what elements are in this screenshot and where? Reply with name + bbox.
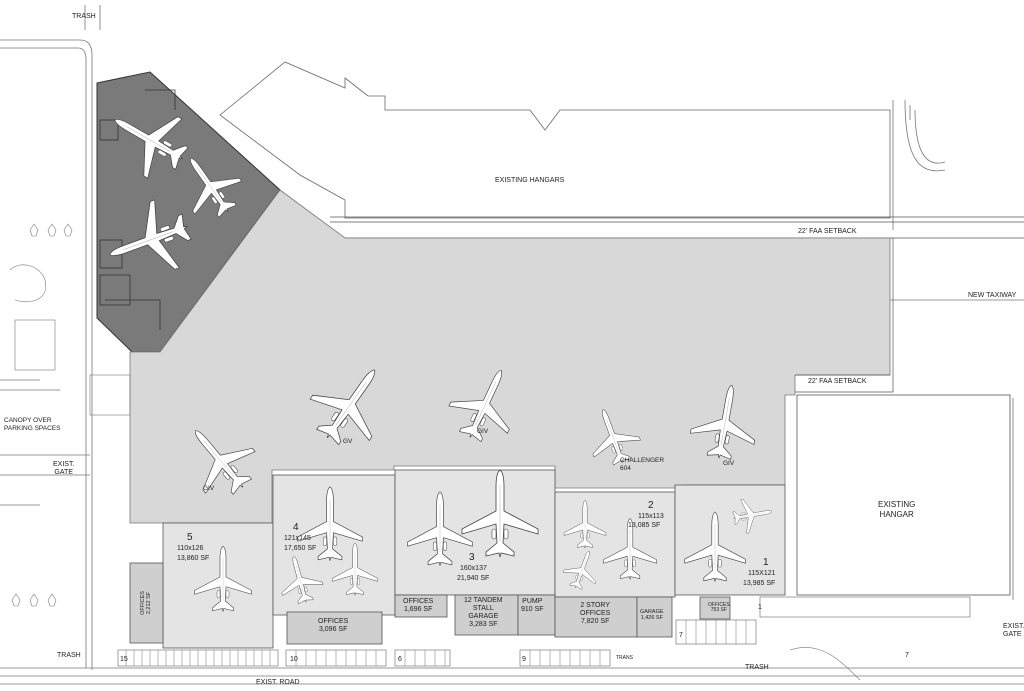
trash-label-bottom-right: TRASH bbox=[745, 664, 769, 671]
site-linework bbox=[0, 5, 1024, 685]
parking-count-15: 15 bbox=[120, 656, 128, 663]
dark-lot-details bbox=[99, 89, 176, 330]
offices-2story-label: 2 STORY OFFICES 7,820 SF bbox=[580, 602, 611, 625]
setback-lower-line bbox=[795, 238, 894, 393]
trans-label: TRANS bbox=[616, 655, 633, 661]
garage-label: 12 TANDEM STALL GARAGE 3,283 SF bbox=[464, 597, 503, 628]
hangar-3-dims: 160x137 bbox=[460, 565, 487, 572]
aircraft-label-gv: GV bbox=[343, 438, 353, 445]
existing-hangar-right bbox=[796, 394, 1011, 596]
aircraft-label-gv-2: GIV bbox=[723, 460, 735, 467]
hangar-2-number: 2 bbox=[648, 500, 654, 511]
parking-count-9: 9 bbox=[522, 656, 526, 663]
pump-label: PUMP 910 SF bbox=[521, 598, 544, 613]
aircraft-label-giv-2: GIV bbox=[203, 485, 215, 492]
setback-upper-line bbox=[330, 216, 1024, 239]
hangar-3-area: 21,940 SF bbox=[457, 575, 490, 582]
aircraft-label-giv-1: GIV bbox=[477, 428, 489, 435]
aircraft-label-challenger: CHALLENGER 604 bbox=[620, 457, 665, 472]
existing-hangars-label: EXISTING HANGARS bbox=[495, 177, 565, 184]
existing-hangars-outline bbox=[219, 61, 891, 219]
hangar-5-number: 5 bbox=[187, 532, 193, 543]
trash-label-top: TRASH bbox=[72, 13, 96, 20]
hangar-1-dims: 115X121 bbox=[748, 570, 776, 577]
new-taxiway-label: NEW TAXIWAY bbox=[968, 292, 1017, 299]
hangar-2-area: 13,085 SF bbox=[628, 522, 661, 529]
parking-stall-ticks bbox=[125, 620, 747, 666]
hangar-5-area: 13,860 SF bbox=[177, 555, 210, 562]
offices-h4-label: OFFICES 3,096 SF bbox=[318, 618, 349, 633]
hangar-3-number: 3 bbox=[469, 552, 475, 563]
hangar-1-area: 13,985 SF bbox=[743, 580, 776, 587]
exist-gate-right-label: EXIST. GATE bbox=[1003, 623, 1024, 638]
existing-hangar-label: EXISTING HANGAR bbox=[878, 500, 916, 519]
garage-small-label: GARAGE 1,426 SF bbox=[640, 609, 664, 621]
exist-road-label: EXIST. ROAD bbox=[256, 679, 300, 686]
offices-left-label: OFFICES 2,212 SF bbox=[140, 591, 152, 615]
hangar-footprints bbox=[162, 469, 786, 649]
parking-count-6: 6 bbox=[398, 656, 402, 663]
hangar-4-dims: 121x145 bbox=[284, 535, 311, 542]
trash-label-bottom-left: TRASH bbox=[57, 652, 81, 659]
parking-count-10: 10 bbox=[290, 656, 298, 663]
canopy-label: CANOPY OVER PARKING SPACES bbox=[4, 417, 61, 432]
offices-h1-label: OFFICES 753 SF bbox=[708, 602, 730, 613]
hangar-2-dims: 115x113 bbox=[638, 513, 664, 520]
setback-upper-label: 22' FAA SETBACK bbox=[798, 228, 857, 235]
hangar-5-dims: 110x126 bbox=[177, 545, 204, 552]
hangar-1-number: 1 bbox=[763, 557, 769, 568]
exist-gate-left-label: EXIST. GATE bbox=[53, 461, 75, 476]
offices-h3-label: OFFICES 1,696 SF bbox=[403, 598, 434, 613]
hangar-4-area: 17,650 SF bbox=[284, 545, 317, 552]
setback-lower-label: 22' FAA SETBACK bbox=[808, 378, 867, 385]
hangar-2 bbox=[554, 491, 676, 598]
support-buildings bbox=[129, 562, 731, 645]
hangar-4-number: 4 bbox=[293, 522, 299, 533]
parking-count-1: 1 bbox=[758, 604, 762, 611]
parking-count-7a: 7 bbox=[679, 632, 683, 639]
hangar-1 bbox=[674, 484, 786, 596]
parking-count-7b: 7 bbox=[905, 652, 909, 659]
